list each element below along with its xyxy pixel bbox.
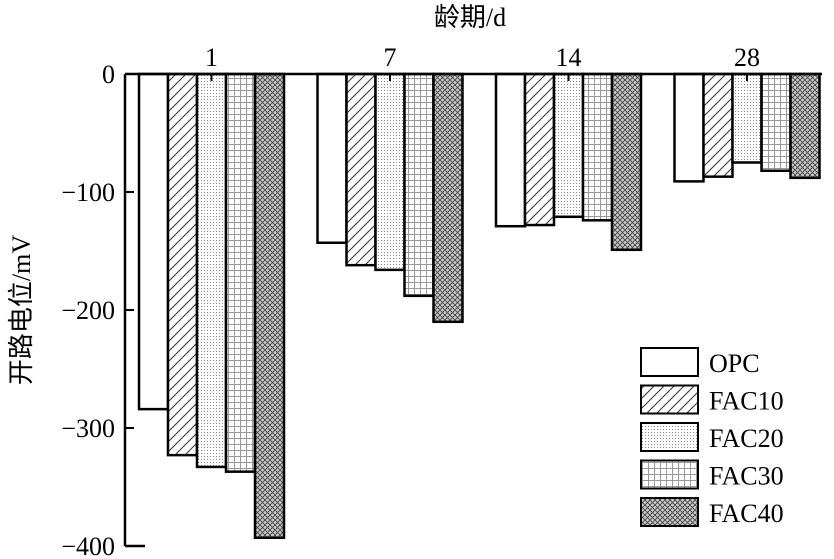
legend-label: FAC20 [709, 424, 784, 453]
x-tick-label: 1 [205, 43, 218, 72]
y-axis-label: 开路电位/mV [7, 235, 36, 385]
legend-swatch-opc [640, 347, 699, 377]
bar-fac10-1 [166, 72, 199, 457]
bar-fac30-1 [224, 72, 257, 473]
bar-fac20-14 [552, 72, 585, 219]
x-tick-label: 28 [734, 43, 760, 72]
bar-fac40-7 [432, 72, 464, 324]
bar-fac20-7 [374, 72, 406, 272]
bar-opc-1 [137, 72, 170, 411]
bar-fac40-1 [253, 72, 286, 539]
x-tick-label: 14 [556, 43, 582, 72]
legend-label: FAC40 [709, 499, 784, 528]
y-tick-label: −200 [61, 296, 115, 325]
bar-fac30-28 [760, 72, 792, 173]
legend-label: FAC30 [709, 462, 784, 491]
bar-fac10-14 [523, 72, 556, 227]
bar-fac40-14 [610, 72, 643, 252]
legend-label: FAC10 [709, 387, 784, 416]
legend-swatch-fac40 [640, 497, 699, 527]
bar-opc-28 [673, 72, 705, 183]
y-tick-label: −300 [61, 414, 115, 443]
y-tick-label: 0 [102, 60, 115, 89]
legend-swatch-fac30 [640, 459, 699, 490]
y-tick-label: −400 [61, 532, 115, 559]
bar-fac30-14 [581, 72, 614, 222]
bar-fac40-28 [789, 72, 821, 180]
bar-opc-14 [494, 72, 527, 228]
bar-fac30-7 [403, 72, 435, 298]
legend-swatch-fac10 [640, 384, 699, 415]
bar-fac10-7 [345, 72, 377, 267]
bar-fac20-1 [195, 72, 228, 469]
bar-fac20-28 [731, 72, 763, 164]
legend-swatch-fac20 [640, 422, 699, 452]
legend-label: OPC [709, 349, 760, 378]
chart-title: 龄期/d [434, 3, 506, 32]
bar-fac10-28 [702, 72, 734, 178]
y-tick-label: −100 [61, 178, 115, 207]
x-tick-label: 7 [384, 43, 397, 72]
bar-opc-7 [316, 72, 348, 244]
